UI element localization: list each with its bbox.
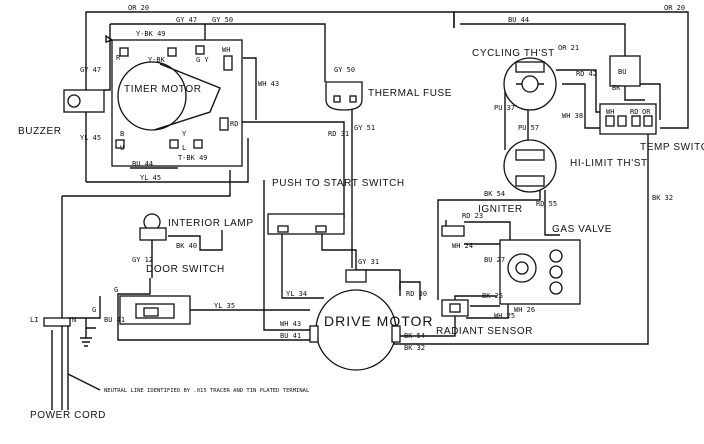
wire-label: BU 44	[132, 160, 153, 168]
wire-label: YL 34	[286, 290, 307, 298]
wire-label: BU 44	[508, 16, 529, 24]
wire-label: RD 30	[406, 290, 427, 298]
wire-label: GY 51	[354, 124, 375, 132]
wire-label: PU 57	[518, 124, 539, 132]
wire-label: OR 20	[664, 4, 685, 12]
wire-label: YL 45	[140, 174, 161, 182]
temp-switch-label: TEMP SWITCH	[640, 142, 704, 153]
wire-label: GY 47	[176, 16, 197, 24]
buzzer	[63, 89, 105, 113]
interior-lamp	[139, 213, 167, 241]
wire-label: GY 31	[358, 258, 379, 266]
timer-motor-label: TIMER MOTOR	[124, 84, 202, 95]
terminal-label: G	[114, 286, 118, 294]
power-cord-label: POWER CORD	[30, 410, 106, 421]
terminal-label: RD	[230, 120, 238, 128]
wire-label: BK 54	[484, 190, 505, 198]
gas-valve-label: GAS VALVE	[552, 224, 612, 235]
wire-label: BK 54	[404, 332, 425, 340]
terminal-label: R	[116, 54, 121, 62]
neutral-note: NEUTRAL LINE IDENTIFIED BY .015 TRACER A…	[104, 388, 310, 394]
wire-label: RD 23	[462, 212, 483, 220]
wire-label: RD 31	[328, 130, 349, 138]
terminal-label: U	[120, 144, 124, 152]
temp-switch	[599, 55, 657, 135]
radiant-sensor	[441, 299, 469, 317]
timer-assembly	[105, 34, 243, 167]
wire-label: WH 24	[452, 242, 473, 250]
terminal-label: G	[92, 306, 96, 314]
wire-label: RD 42	[576, 70, 597, 78]
terminal-label: B	[120, 130, 124, 138]
door-switch	[119, 295, 191, 325]
thermal-fuse-label: THERMAL FUSE	[368, 88, 452, 99]
door-switch-label: DOOR SWITCH	[146, 264, 225, 275]
push-to-start-label: PUSH TO START SWITCH	[272, 178, 405, 189]
wire-label: YL 45	[80, 134, 101, 142]
wire-label: BK 32	[404, 344, 425, 352]
wire-label: OR 21	[558, 44, 579, 52]
wire-label: GY 47	[80, 66, 101, 74]
hi-limit-label: HI-LIMIT TH'ST	[570, 158, 648, 169]
wire-label: WH 26	[514, 306, 535, 314]
wire-label: YL 35	[214, 302, 235, 310]
wire-label: BK 32	[652, 194, 673, 202]
push-to-start-switch	[267, 213, 345, 235]
terminal-label: RD	[630, 108, 638, 116]
terminal-label: LI	[30, 316, 38, 324]
wire-label: PU 37	[494, 104, 515, 112]
power-cord	[43, 317, 101, 391]
wire-label: BU 41	[280, 332, 301, 340]
terminal-label: BK	[612, 84, 621, 92]
wire-label: WH 38	[562, 112, 583, 120]
wire-label: GY 50	[212, 16, 233, 24]
terminal-label: OR	[642, 108, 651, 116]
wire-label: BK 25	[482, 292, 503, 300]
igniter	[441, 220, 465, 237]
wire-label: BU 41	[104, 316, 125, 324]
igniter-label: IGNITER	[478, 204, 523, 215]
thermal-fuse	[325, 81, 363, 111]
terminal-label: G Y	[196, 56, 209, 64]
terminal-label: N	[72, 316, 76, 324]
component-labels: TIMER MOTOR THERMAL FUSE BUZZER CYCLING …	[18, 48, 704, 421]
cycling-thermostat	[503, 57, 557, 111]
buzzer-label: BUZZER	[18, 126, 62, 137]
terminal-label: L	[182, 144, 186, 152]
wire-label: GY 12	[132, 256, 153, 264]
gas-valve	[499, 239, 581, 305]
terminal-label: WH	[606, 108, 614, 116]
terminal-label: Y	[182, 130, 187, 138]
interior-lamp-label: INTERIOR LAMP	[168, 218, 254, 229]
hi-limit-thermostat	[503, 139, 557, 193]
wire-label: OR 20	[128, 4, 149, 12]
terminal-label: Y-BK	[148, 56, 166, 64]
wire-label: BK 40	[176, 242, 197, 250]
wire-label: Y-BK 49	[136, 30, 166, 38]
wire-label: BU 27	[484, 256, 505, 264]
wire-label: RD 55	[536, 200, 557, 208]
terminal-label: WH	[222, 46, 230, 54]
terminal-labels: LI N G G R Y-BK G Y WH B U Y L RD BU BK …	[30, 46, 651, 324]
wire-label: WH 25	[494, 312, 515, 320]
wire-label: WH 43	[258, 80, 279, 88]
drive-motor	[309, 269, 401, 371]
radiant-sensor-label: RADIANT SENSOR	[436, 326, 533, 337]
wire-label: GY 50	[334, 66, 355, 74]
terminal-label: BU	[618, 68, 626, 76]
wire-labels: OR 20 GY 47 GY 50 Y-BK 49 GY 47 YL 45 WH…	[80, 4, 685, 352]
cycling-thst-label: CYCLING TH'ST	[472, 48, 555, 59]
drive-motor-label: DRIVE MOTOR	[324, 313, 434, 329]
wire-label: T-BK 49	[178, 154, 208, 162]
wire-label: WH 43	[280, 320, 301, 328]
